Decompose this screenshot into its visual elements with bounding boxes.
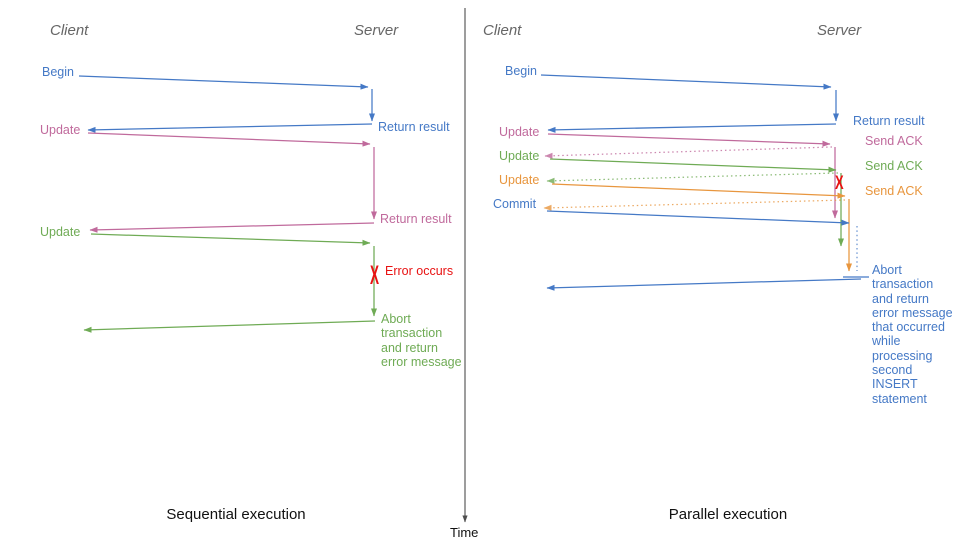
update-1-label-parallel: Update — [499, 125, 540, 139]
update-2-request-line-sequential — [90, 233, 371, 246]
abort-message-sequential: Abort transaction and return error messa… — [381, 312, 462, 369]
return-result-label-parallel: Return result — [853, 114, 925, 128]
send-ack-2-label-parallel: Send ACK — [865, 159, 923, 173]
update-1-label-sequential: Update — [40, 123, 81, 137]
update-2-request-line-parallel — [549, 158, 837, 173]
ack-2-line-parallel — [546, 172, 839, 184]
return-result-2-line-sequential — [89, 222, 375, 233]
update-3-request-line-parallel — [551, 183, 846, 199]
commit-request-line-parallel — [546, 210, 850, 226]
update-2-label-sequential: Update — [40, 225, 81, 239]
update-1-request-line-parallel — [547, 133, 831, 147]
update-2-label-parallel: Update — [499, 149, 540, 163]
ack-3-line-parallel — [543, 199, 846, 211]
error-occurs-label-sequential: Error occurs — [385, 264, 454, 278]
error-x-mark-sequential: X — [370, 260, 380, 290]
abort-message-parallel: Abort transaction and return error messa… — [872, 263, 953, 406]
client-header-sequential: Client — [50, 22, 89, 39]
send-ack-3-label-parallel: Send ACK — [865, 184, 923, 198]
abort-return-line-sequential — [83, 320, 376, 333]
return-result-line-parallel — [547, 123, 837, 133]
begin-request-line-sequential — [78, 75, 369, 90]
update-1-request-line-sequential — [87, 132, 371, 147]
return-result-1-label-sequential: Return result — [378, 120, 450, 134]
server-header-parallel: Server — [817, 22, 862, 39]
send-ack-1-label-parallel: Send ACK — [865, 134, 923, 148]
ack-1-line-parallel — [544, 146, 833, 159]
commit-label-parallel: Commit — [493, 197, 537, 211]
return-result-1-line-sequential — [87, 123, 373, 133]
caption-sequential-execution: Sequential execution — [166, 506, 306, 523]
update-3-label-parallel: Update — [499, 173, 540, 187]
return-result-2-label-sequential: Return result — [380, 212, 452, 226]
error-x-mark-parallel: X — [835, 173, 844, 194]
abort-return-line-parallel — [546, 278, 862, 291]
begin-label-parallel: Begin — [505, 64, 537, 78]
caption-parallel-execution: Parallel execution — [668, 506, 788, 523]
begin-label-sequential: Begin — [42, 65, 74, 79]
server-header-sequential: Server — [354, 22, 399, 39]
client-header-parallel: Client — [483, 22, 522, 39]
begin-request-line-parallel — [540, 74, 832, 90]
time-axis-label: Time — [450, 525, 479, 540]
